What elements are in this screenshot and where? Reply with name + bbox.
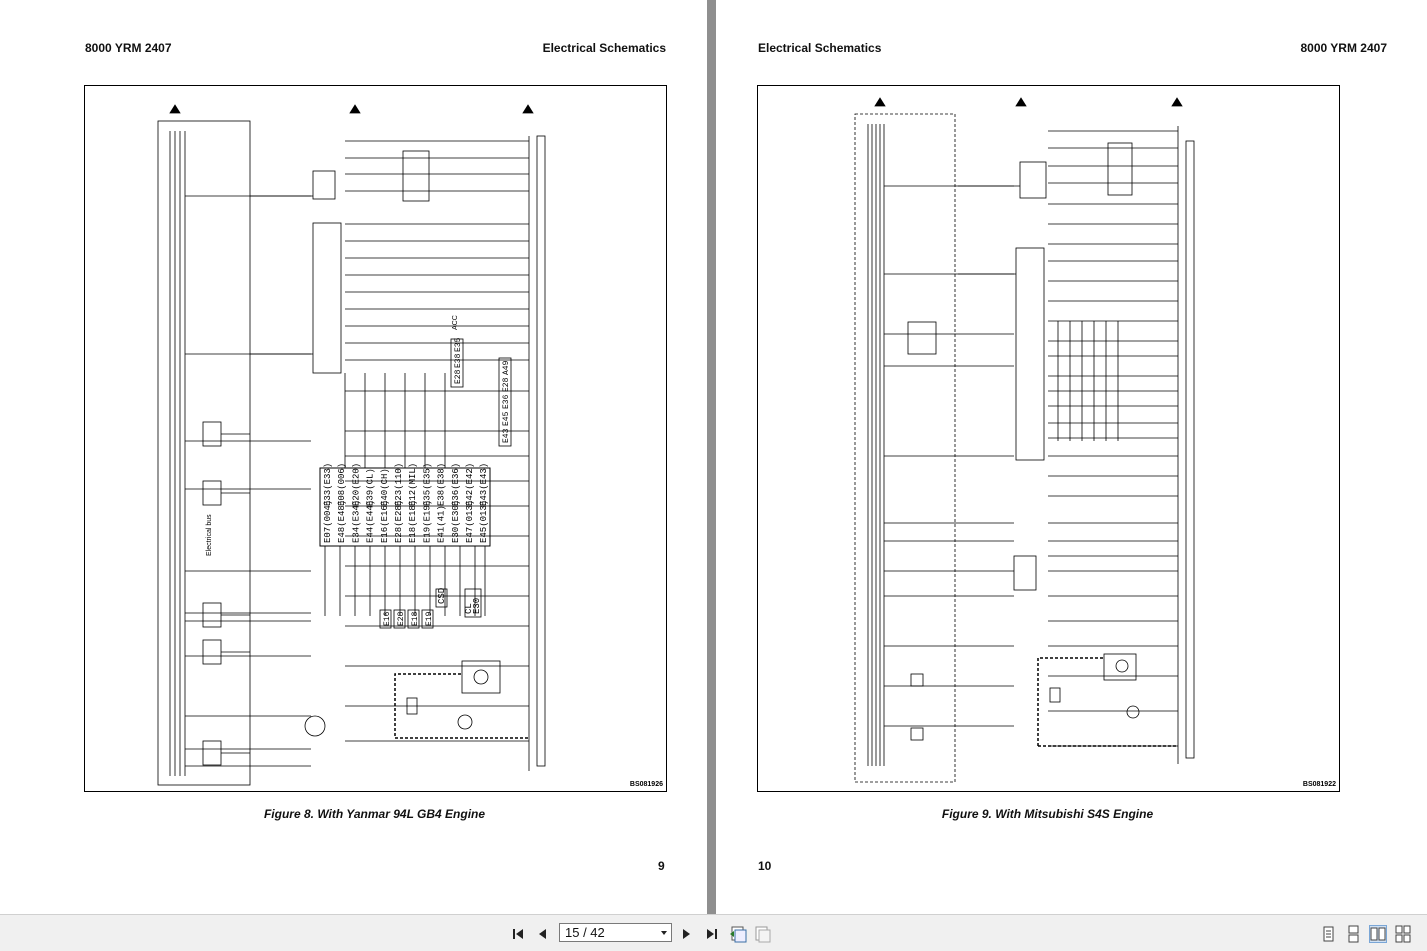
connector-label: E45(013) bbox=[479, 500, 489, 543]
viewer-toolbar bbox=[0, 914, 1427, 951]
next-view-icon[interactable] bbox=[753, 924, 773, 944]
drawing-number-left: BS081926 bbox=[629, 781, 663, 788]
connector-label: E33(E33) bbox=[323, 463, 333, 506]
marker-triangle bbox=[874, 97, 886, 107]
previous-view-icon[interactable] bbox=[728, 924, 748, 944]
marker-triangle bbox=[1015, 97, 1027, 107]
figure-caption-right: Figure 9. With Mitsubishi S4S Engine bbox=[941, 807, 1154, 821]
connector-label: E20(E20) bbox=[351, 463, 361, 506]
schematic-drawing-right bbox=[854, 97, 1195, 783]
left-page: 8000 YRM 2407 Electrical Schematics bbox=[0, 0, 707, 914]
connector-label: E42(E42) bbox=[465, 463, 475, 506]
acc-connector-label: E35 bbox=[454, 337, 463, 352]
connector-label: E19(E19) bbox=[422, 500, 432, 543]
connector-label: E48(E48) bbox=[337, 500, 347, 543]
connector-label: E34(E34) bbox=[351, 500, 361, 543]
previous-page-icon[interactable] bbox=[533, 924, 553, 944]
acc-connector-label: E38 bbox=[454, 353, 463, 368]
sensor-connector-label: E28 bbox=[397, 611, 406, 626]
drawing-number-right: BS081922 bbox=[1302, 781, 1336, 788]
schematic-frame-right: BS081922 bbox=[757, 85, 1340, 792]
acc-label: ACC bbox=[452, 315, 459, 330]
a49-connector-label: A49 bbox=[502, 360, 511, 375]
cl-label: CL bbox=[464, 603, 474, 614]
marker-triangle bbox=[169, 104, 181, 114]
continuous-view-icon[interactable] bbox=[1344, 925, 1362, 943]
marker-triangle bbox=[1171, 97, 1183, 107]
connector-label: E12(MIL) bbox=[408, 463, 418, 506]
a49-connector-label: E28 bbox=[502, 377, 511, 392]
connector-label: E39(CL) bbox=[366, 468, 376, 506]
right-page: Electrical Schematics 8000 YRM 2407 bbox=[716, 0, 1427, 914]
sensor-connector-label: E18 bbox=[411, 611, 420, 626]
single-page-view-icon[interactable] bbox=[1319, 925, 1337, 943]
right-header-doc-number: 8000 YRM 2407 bbox=[1300, 41, 1387, 55]
connector-label: E47(013) bbox=[465, 500, 475, 543]
connector-label: E41(41) bbox=[437, 505, 447, 543]
e30-label: E30 bbox=[472, 598, 482, 614]
connector-label: E18(E18) bbox=[408, 500, 418, 543]
marker-triangle bbox=[349, 104, 361, 114]
schematic-frame-left: E07(004) E48(E48) E34(E34) E44(E44) E16(E16)… bbox=[84, 85, 667, 792]
next-page-icon[interactable] bbox=[676, 924, 696, 944]
continuous-facing-view-icon[interactable] bbox=[1394, 925, 1412, 943]
chevron-down-icon bbox=[661, 931, 667, 935]
connector-label: E43(E43) bbox=[479, 463, 489, 506]
connector-label: E35(E35) bbox=[422, 463, 432, 506]
connector-label: E23(110) bbox=[394, 463, 404, 506]
a49-connector-label: E45 bbox=[502, 411, 511, 426]
marker-triangle bbox=[522, 104, 534, 114]
csd-label: CSD bbox=[437, 588, 447, 604]
left-header-section-title: Electrical Schematics bbox=[542, 41, 666, 55]
acc-connector-label: E28 bbox=[454, 369, 463, 384]
right-header-section-title: Electrical Schematics bbox=[758, 41, 882, 55]
page-indicator: 15 / 42 bbox=[565, 925, 605, 940]
connector-label: E07(004) bbox=[323, 500, 333, 543]
a49-connector-label: E43 bbox=[502, 428, 511, 443]
sensor-connector-label: E16 bbox=[383, 611, 392, 626]
figure-caption-left: Figure 8. With Yanmar 94L GB4 Engine bbox=[263, 807, 486, 821]
schematic-drawing-left: E07(004) E48(E48) E34(E34) E44(E44) E16(E16)… bbox=[157, 104, 546, 786]
connector-label: E16(E16) bbox=[380, 500, 390, 543]
connector-label: E08(006) bbox=[337, 463, 347, 506]
left-header-doc-number: 8000 YRM 2407 bbox=[85, 41, 172, 55]
page-number-select[interactable]: 15 / 42 bbox=[559, 923, 672, 942]
last-page-icon[interactable] bbox=[701, 924, 721, 944]
page-number-left: 9 bbox=[658, 859, 665, 873]
electrical-bus-label: Electrical bus bbox=[206, 514, 213, 556]
connector-label: E36(E36) bbox=[451, 463, 461, 506]
connector-label: E38(E38) bbox=[437, 463, 447, 506]
a49-connector-label: E36 bbox=[502, 394, 511, 409]
connector-label: E30(E30) bbox=[451, 500, 461, 543]
facing-pages-view-icon[interactable] bbox=[1369, 925, 1387, 943]
connector-label: E28(E28) bbox=[394, 500, 404, 543]
connector-label: E40(CH) bbox=[380, 468, 390, 506]
sensor-connector-label: E19 bbox=[425, 611, 434, 626]
first-page-icon[interactable] bbox=[509, 924, 529, 944]
page-number-right: 10 bbox=[758, 859, 772, 873]
connector-label: E44(E44) bbox=[366, 500, 376, 543]
